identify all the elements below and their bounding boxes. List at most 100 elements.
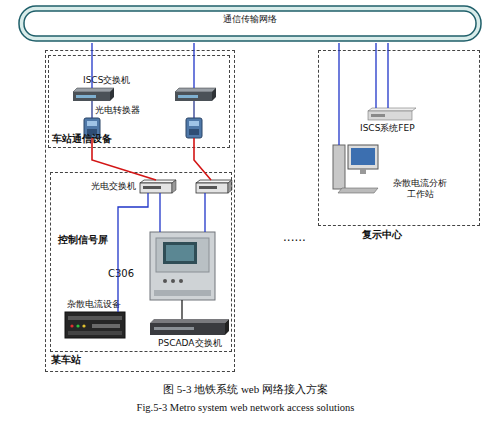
- rack-led: [76, 324, 79, 327]
- fep-server: ISCS系统FEP: [368, 108, 416, 120]
- screen-content: [166, 245, 194, 261]
- english-caption: Fig.5-3 Metro system web network access …: [0, 402, 491, 413]
- switch-front: [150, 323, 225, 335]
- node-label: ISCS交换机: [83, 75, 130, 86]
- workstation-icon: [333, 145, 378, 193]
- cabinet-button: [171, 279, 175, 283]
- node-label: PSCADA交换机: [158, 338, 222, 349]
- switch-ports: [199, 186, 217, 189]
- switch-side: [172, 180, 176, 193]
- node-label: 通信传输网络: [18, 14, 482, 25]
- rack-device: [65, 312, 125, 338]
- switch-side: [228, 180, 232, 193]
- switch-front: [73, 92, 110, 101]
- switch-side: [212, 88, 216, 101]
- switch-top: [175, 88, 216, 92]
- converter-panel: [87, 121, 97, 126]
- switch-ports: [178, 95, 198, 98]
- network-link: [193, 101, 194, 118]
- cabinet-button: [163, 279, 167, 283]
- network-link: [159, 193, 160, 232]
- node-label: 光电转换器: [95, 105, 140, 116]
- pscada-switch: PSCADA交换机: [150, 319, 229, 335]
- switch-side: [225, 319, 229, 335]
- switch-top: [140, 180, 176, 183]
- network-link: [338, 43, 339, 145]
- server-icon: [368, 108, 416, 120]
- switch-ports: [76, 95, 96, 98]
- network-link: [194, 138, 211, 180]
- network-link: [204, 193, 205, 232]
- comm-equipment-group: 车站通信设备 ISCS交换机光电转换器: [48, 55, 230, 148]
- network-link: [193, 43, 194, 88]
- pc-monitor: [348, 145, 378, 169]
- network-link: [387, 43, 388, 108]
- pc-tower: [333, 145, 345, 189]
- optical-switch: 光电交换机: [140, 180, 232, 193]
- switch-icon: [150, 319, 229, 335]
- iscs-switch: ISCS交换机: [73, 88, 214, 101]
- node-label: 某车站: [51, 354, 81, 365]
- switch-ports: [143, 186, 161, 189]
- network-link: [118, 193, 148, 312]
- node-label: 杂散电流分析 工作站: [391, 178, 449, 200]
- switch-top: [196, 180, 232, 183]
- switch-top: [73, 88, 114, 92]
- cabinet-body: [150, 232, 215, 300]
- node-label: 复示中心: [362, 229, 402, 240]
- node-label: 光电交换机: [91, 181, 136, 192]
- rack-led: [82, 324, 85, 327]
- switch-icon: [73, 88, 114, 101]
- ring-outer: [19, 6, 481, 41]
- cabinet-panel: [156, 238, 209, 272]
- pc-keyboard: [338, 188, 378, 193]
- network-link: [181, 300, 182, 319]
- switch-front: [196, 183, 228, 193]
- relay-cabinet: C306: [150, 232, 215, 300]
- switch-ports: [154, 327, 194, 330]
- cabinet-base: [154, 290, 211, 296]
- switch-side: [110, 88, 114, 101]
- station-group: 某车站 车站通信设备 ISCS交换机光电转换器控制信号屏 光电交换机 C306 杂散电流设…: [45, 50, 235, 372]
- node-label: 车站通信设备: [52, 133, 112, 144]
- server-ports: [371, 114, 385, 117]
- node-label: 杂散电流设备: [67, 299, 121, 310]
- converter-panel: [189, 129, 199, 135]
- node-label: 控制信号屏: [58, 234, 108, 245]
- pc-screen: [351, 148, 375, 165]
- switch-icon: [175, 88, 216, 101]
- ellipsis-mark: ......: [283, 230, 306, 244]
- converter-body: [186, 118, 202, 138]
- cabinet-button: [179, 279, 183, 283]
- signal-panel-group: 控制信号屏 光电交换机 C306 杂散电流设备 PSCADA交换机: [50, 172, 232, 352]
- rack-body: [65, 312, 125, 338]
- stray-current-device: 杂散电流设备: [65, 312, 125, 338]
- converter-icon: [186, 118, 202, 138]
- rack-strip: [68, 316, 122, 320]
- converter-panel: [189, 121, 199, 126]
- server-front: [368, 111, 412, 120]
- relay-cabinet: [150, 232, 215, 300]
- figure-caption: 图 5-3 地铁系统 web 网络接入方案: [0, 382, 491, 397]
- rack-strip: [92, 324, 120, 328]
- optical-switch-icon: [140, 180, 176, 193]
- monitor-center-group: 复示中心ISCS系统FEP杂散电流分析 工作站: [318, 50, 480, 226]
- optical-switch-icon: [196, 180, 232, 193]
- network-link: [375, 43, 376, 108]
- node-label: ISCS系统FEP: [360, 123, 415, 134]
- node-label: C306: [108, 268, 134, 279]
- server-top: [368, 108, 416, 111]
- network-link: [91, 101, 92, 118]
- switch-top: [150, 319, 229, 323]
- rack-led: [70, 324, 73, 327]
- rack-strip: [68, 331, 122, 335]
- cabinet-screen: [163, 242, 197, 264]
- network-link: [92, 138, 156, 180]
- network-ring: 通信传输网络: [18, 5, 482, 43]
- workstation: 杂散电流分析 工作站: [333, 145, 378, 195]
- switch-front: [175, 92, 212, 101]
- switch-front: [140, 183, 172, 193]
